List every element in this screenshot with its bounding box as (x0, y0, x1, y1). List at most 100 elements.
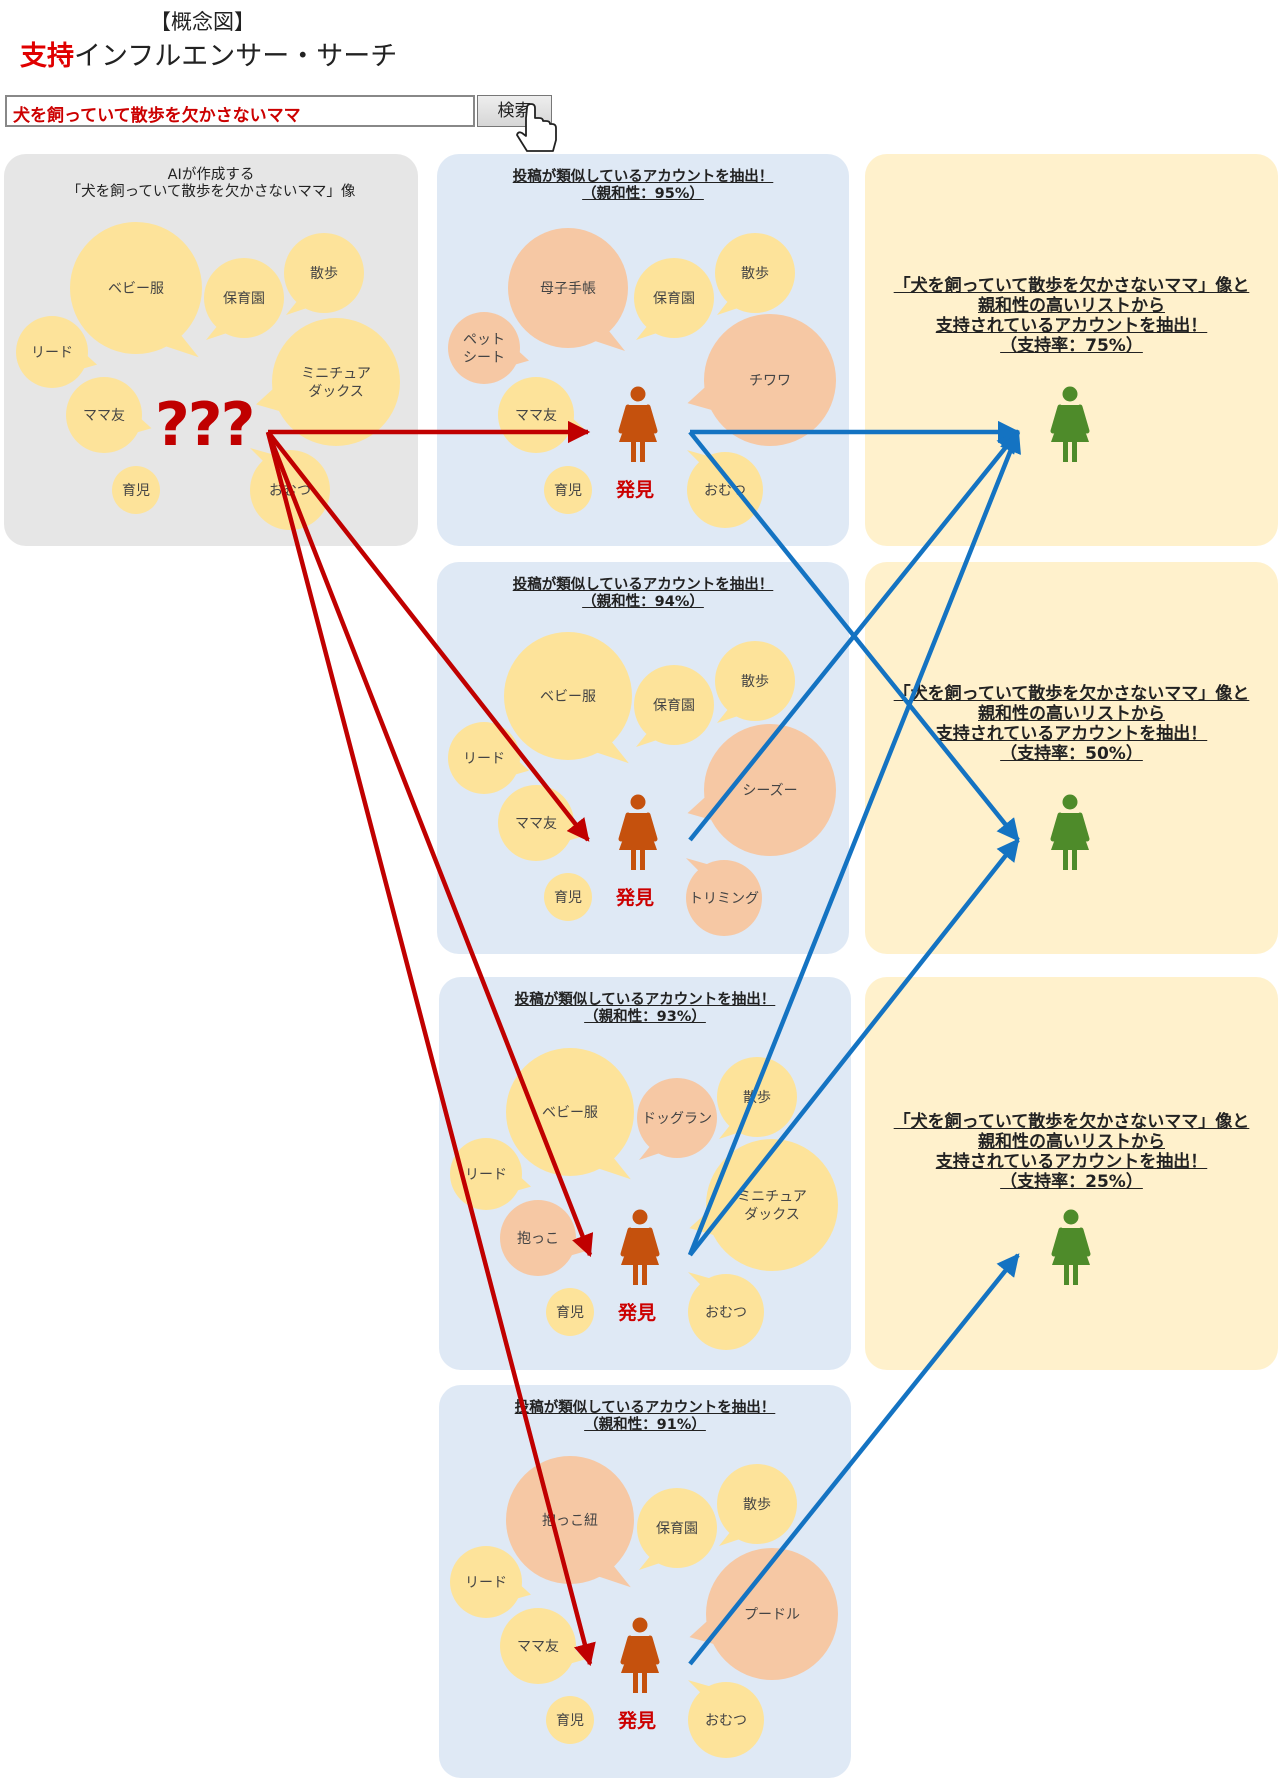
person-leg (631, 440, 636, 462)
bubble-circle (508, 228, 628, 348)
support-line-3: 支持されているアカウントを抽出！ (935, 316, 1208, 336)
topic-bubble: 育児 (546, 1288, 594, 1336)
person-leg (1063, 440, 1068, 462)
topic-bubble: トリミング (686, 858, 762, 936)
bubble-label: ベビー服 (108, 281, 164, 297)
topic-bubble: 育児 (546, 1696, 594, 1744)
bubble-group-p4: 抱っこ紐保育園散歩リードプードルママ友育児おむつ (450, 1456, 838, 1758)
topic-bubble: チワワ (687, 314, 836, 446)
bubble-circle (637, 1078, 717, 1158)
bubble-label: ドッグラン (642, 1111, 712, 1127)
support-line-1: 「犬を飼っていて散歩を欠かさないママ」像と (893, 684, 1250, 704)
bubble-circle (706, 1139, 838, 1271)
bubble-label: 散歩 (310, 266, 338, 282)
blue-arrow (688, 430, 1020, 842)
bubble-label: ミニチュア (737, 1189, 807, 1205)
diagram-label: 【概念図】 (150, 10, 255, 34)
bubble-label: ママ友 (83, 408, 125, 424)
bubble-label: おむつ (705, 1713, 747, 1729)
person-leg (642, 1263, 647, 1285)
person-leg (640, 848, 645, 870)
bubble-circle (448, 312, 520, 384)
topic-bubble: おむつ (687, 450, 763, 528)
bubble-circle (498, 785, 574, 861)
topic-bubble: ママ友 (500, 1608, 586, 1684)
support-rate: （支持率：50%） (1000, 744, 1143, 764)
person-head (630, 386, 646, 402)
person-head (630, 794, 646, 810)
bubble-circle (66, 377, 142, 453)
topic-bubble: リード (450, 1546, 531, 1618)
bubble-circle (634, 258, 714, 338)
topic-bubble: 保育園 (634, 665, 714, 747)
page-title: 支持インフルエンサー・サーチ (20, 34, 397, 73)
person-arm (618, 404, 631, 434)
person-body (621, 1636, 659, 1673)
topic-bubble: ドッグラン (637, 1078, 717, 1160)
person-icon (1051, 1209, 1091, 1285)
topic-bubble: ベビー服 (504, 632, 632, 764)
bubble-label: チワワ (749, 373, 791, 389)
person-leg (631, 848, 636, 870)
bubble-circle (448, 722, 520, 794)
red-arrow (265, 431, 596, 1667)
similar-title: 投稿が類似しているアカウントを抽出！ (514, 1400, 776, 1416)
bubble-circle (112, 466, 160, 514)
person-body (1051, 405, 1089, 442)
bubble-label: 散歩 (741, 266, 769, 282)
topic-bubble: おむつ (688, 1272, 764, 1350)
similar-affinity: （親和性：95%） (582, 186, 704, 202)
similar-affinity: （親和性：94%） (582, 594, 704, 610)
bubble-circle (544, 873, 592, 921)
bubble-circle (715, 641, 795, 721)
person-arm (647, 1227, 660, 1257)
person-head (1062, 386, 1078, 402)
bubble-label: リード (465, 1167, 507, 1183)
person-arm (1050, 404, 1063, 434)
bubble-label: 保育園 (653, 291, 695, 307)
person-arm (1078, 1227, 1091, 1257)
bubble-label: 抱っこ紐 (542, 1513, 598, 1529)
bubble-label: 散歩 (743, 1497, 771, 1513)
person-body (1051, 813, 1089, 850)
bubble-label: リード (463, 751, 505, 767)
bubble-label: トリミング (689, 891, 759, 907)
person-body (619, 813, 657, 850)
person-icon (618, 794, 658, 870)
bubble-circle (704, 724, 836, 856)
bubble-label: ママ友 (515, 816, 557, 832)
person-arm (1050, 812, 1063, 842)
topic-bubble: 散歩 (284, 233, 364, 315)
person-leg (633, 1263, 638, 1285)
bubble-circle (706, 1548, 838, 1680)
person-body (619, 405, 657, 442)
person-head (1063, 1209, 1079, 1225)
bubble-label: 育児 (556, 1305, 584, 1321)
bubble-circle (70, 222, 202, 354)
similar-title: 投稿が類似しているアカウントを抽出！ (512, 169, 774, 185)
bubble-circle (686, 860, 762, 936)
person-head (632, 1209, 648, 1225)
bubble-circle (687, 452, 763, 528)
search-input[interactable]: 犬を飼っていて散歩を欠かさないママ (5, 95, 475, 127)
topic-bubble: 散歩 (717, 1464, 797, 1546)
bubble-circle (717, 1057, 797, 1137)
person-leg (1063, 848, 1068, 870)
bubble-label: ダックス (744, 1207, 800, 1223)
bubble-label: ベビー服 (542, 1105, 598, 1121)
person-leg (640, 440, 645, 462)
support-line-1: 「犬を飼っていて散歩を欠かさないママ」像と (893, 276, 1250, 296)
person-icon (618, 386, 658, 462)
bubble-circle (544, 466, 592, 514)
bubble-circle (204, 258, 284, 338)
red-arrow (266, 430, 590, 842)
topic-bubble: 保育園 (204, 258, 284, 340)
bubble-circle (16, 316, 88, 388)
bubble-circle (717, 1464, 797, 1544)
bubble-label: 育児 (556, 1713, 584, 1729)
topic-bubble: 育児 (544, 873, 592, 921)
blue-arrow (687, 429, 1021, 1256)
person-leg (1073, 1263, 1078, 1285)
bubble-label: シーズー (742, 783, 797, 799)
person-arm (1077, 404, 1090, 434)
